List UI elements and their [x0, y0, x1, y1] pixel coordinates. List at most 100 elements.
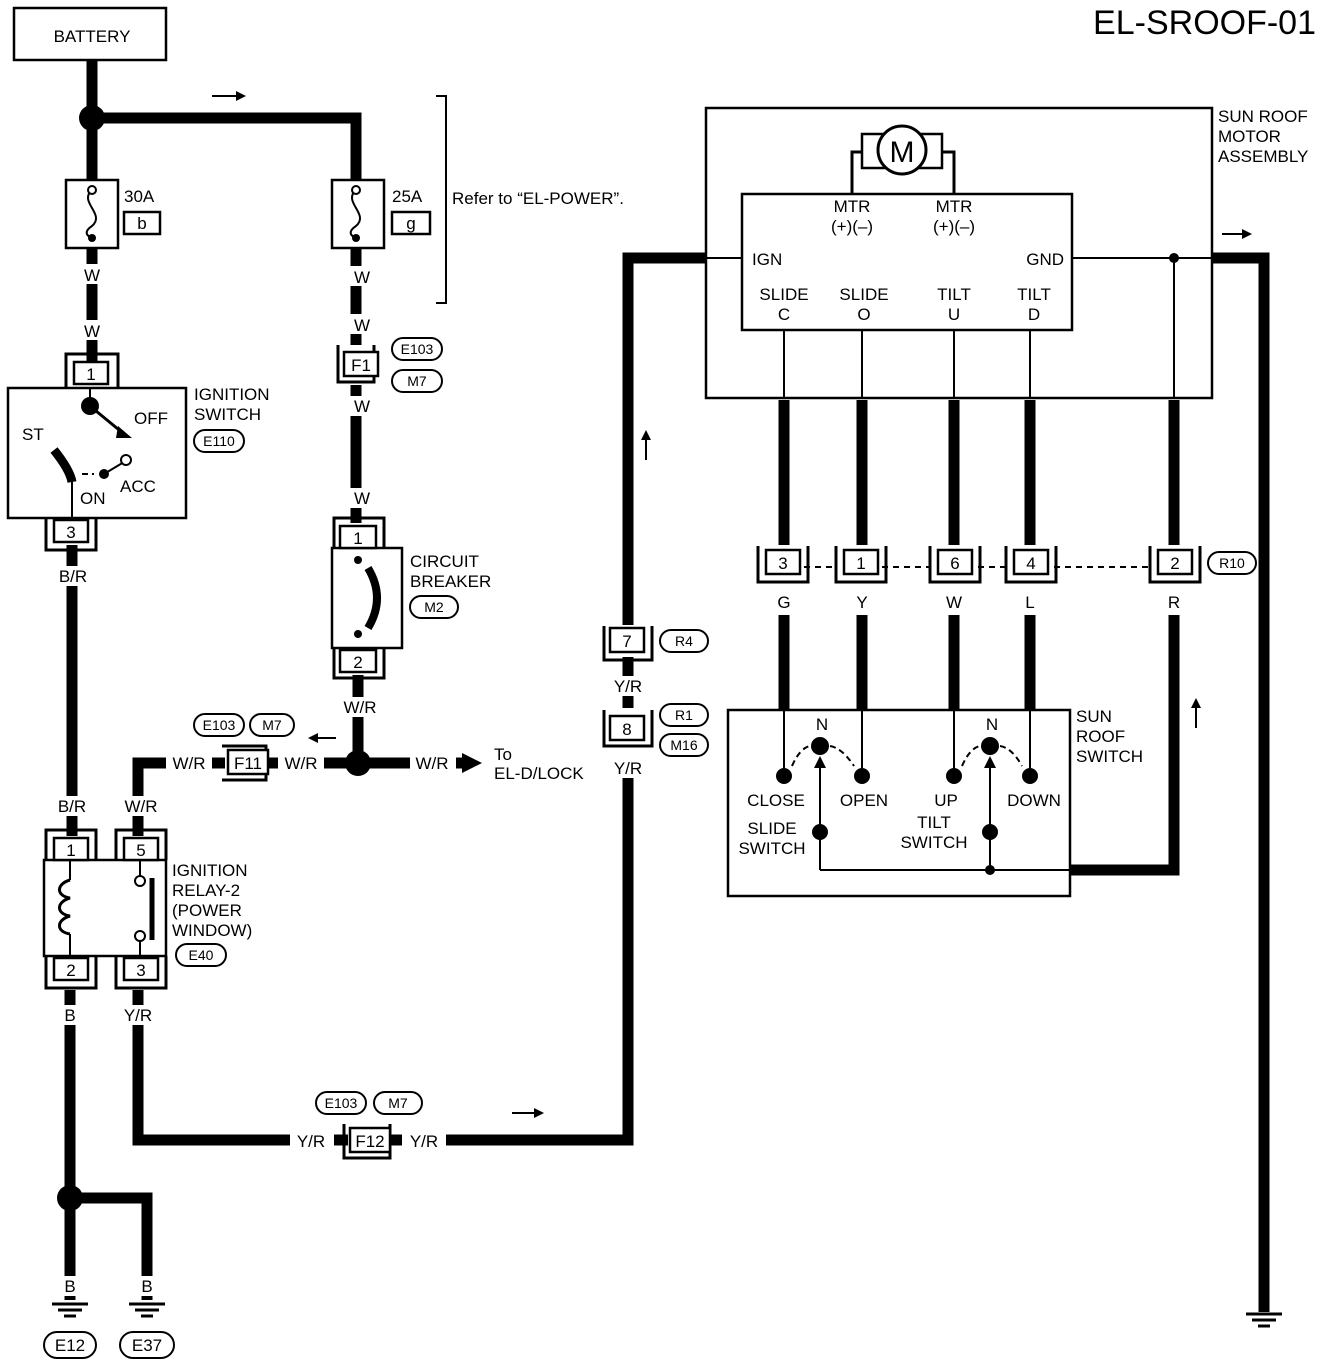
mtr2-label-1: MTR: [936, 197, 973, 216]
ground-e12: E12: [43, 1302, 97, 1359]
cb-pin-top: 1: [353, 529, 362, 548]
fuse-25a-rating: 25A: [392, 187, 423, 206]
motor-label-3: ASSEMBLY: [1218, 147, 1308, 166]
junction-dots: [57, 105, 371, 1211]
relay-label-4: WINDOW): [172, 921, 252, 940]
to-el-dlock: To EL-D/LOCK: [494, 745, 584, 783]
r10-pin-label-6: 6: [950, 554, 959, 573]
ground-e12-label: E12: [55, 1336, 85, 1355]
ign-switch-pin-bottom: 3: [66, 523, 75, 542]
fuse-30a: 30A b: [64, 178, 162, 250]
wire-label-b-3: B: [141, 1277, 152, 1296]
cb-label-1: CIRCUIT: [410, 552, 479, 571]
r10-pin-label-3: 3: [778, 554, 787, 573]
wire-label-yr-1: Y/R: [124, 1006, 152, 1025]
wire-label-wr-3: W/R: [284, 754, 317, 773]
battery-label: BATTERY: [54, 27, 131, 46]
wire-label-yr-4: Y/R: [614, 677, 642, 696]
r10-wire-l: L: [1025, 593, 1034, 612]
f12-e103: E103: [325, 1095, 358, 1111]
ign-switch-connector: E110: [203, 433, 235, 449]
wire-label-b-2: B: [64, 1277, 75, 1296]
wire-label-wr-5: W/R: [124, 797, 157, 816]
motor-label-1: SUN ROOF: [1218, 107, 1308, 126]
sunroof-motor-assembly: M SUN ROOF MOTOR ASSEMBLY MTR (+)(–) MTR…: [704, 106, 1308, 400]
wire-label-w-6: W: [354, 489, 370, 508]
relay-pin-2: 2: [66, 961, 75, 980]
ignition-switch: 1 3 IGNITION SWITCH E110 ST OFF ACC ON: [6, 352, 270, 552]
slide-o-2: O: [857, 305, 870, 324]
tilt-down: DOWN: [1007, 791, 1061, 810]
r10-pin-label-1: 1: [856, 554, 865, 573]
fuse-25a: 25A g: [330, 178, 432, 250]
tilt-d-1: TILT: [1017, 285, 1051, 304]
ground-e37-label: E37: [132, 1336, 162, 1355]
ign-pos-on: ON: [80, 489, 106, 508]
relay-label-1: IGNITION: [172, 861, 248, 880]
connector-f11: F11 E103 M7: [193, 713, 295, 782]
sunroof-switch-label-1: SUN: [1076, 707, 1112, 726]
wire-label-wr-4: W/R: [415, 754, 448, 773]
tilt-switch-1: TILT: [917, 813, 951, 832]
fuse-25a-id: g: [406, 214, 415, 233]
relay-pin-1: 1: [66, 841, 75, 860]
r10-pin-label-4: 4: [1026, 554, 1035, 573]
wire-label-w-3: W: [354, 268, 370, 287]
relay-label-3: (POWER: [172, 901, 242, 920]
battery: BATTERY: [12, 6, 168, 62]
tilt-switch-2: SWITCH: [900, 833, 967, 852]
slide-o-1: SLIDE: [839, 285, 888, 304]
slide-c-1: SLIDE: [759, 285, 808, 304]
ign-terminal: IGN: [752, 250, 782, 269]
r10-pin-2: 2: [1148, 546, 1202, 584]
ign-switch-label-2: SWITCH: [194, 405, 261, 424]
r10-id: R10: [1219, 555, 1245, 571]
circuit-breaker: 1 2 CIRCUIT BREAKER M2: [330, 516, 491, 680]
diagram-title: EL-SROOF-01: [1093, 4, 1316, 42]
tilt-n: N: [986, 715, 998, 734]
r10-pin-1: 1: [834, 546, 888, 584]
connector-f12: F12 E103 M7: [315, 1091, 423, 1160]
wire-label-w-4: W: [354, 316, 370, 335]
f1-m7: M7: [407, 373, 427, 389]
fuse-30a-id: b: [137, 214, 146, 233]
connector-f1: F1 E103 M7: [336, 337, 443, 393]
refer-note: Refer to “EL-POWER”.: [452, 189, 624, 208]
f12-m7: M7: [388, 1095, 408, 1111]
relay-pin-5: 5: [136, 841, 145, 860]
refer-bracket: Refer to “EL-POWER”.: [436, 95, 624, 304]
sunroof-switch: SUN ROOF SWITCH N CLOSE OPEN SLIDE SWITC…: [726, 707, 1143, 898]
m16-label: M16: [670, 737, 697, 753]
f11-label: F11: [234, 754, 262, 773]
wire-label-wr-2: W/R: [172, 754, 205, 773]
wire-label-wr-1: W/R: [343, 698, 376, 717]
f1-label: F1: [351, 356, 371, 375]
cb-pin-bottom: 2: [353, 653, 362, 672]
fuse-30a-rating: 30A: [124, 187, 155, 206]
slide-switch-2: SWITCH: [738, 839, 805, 858]
wire-label-br-1: B/R: [59, 567, 87, 586]
wire-label-w-5: W: [354, 397, 370, 416]
wire-label-br-2: B/R: [58, 797, 86, 816]
sunroof-switch-label-2: ROOF: [1076, 727, 1125, 746]
f11-e103: E103: [203, 717, 236, 733]
wire-label-w-1: W: [84, 266, 100, 285]
ground-motor: [1246, 1312, 1282, 1328]
wire-label-b-1: B: [64, 1006, 75, 1025]
motor-symbol: M: [890, 136, 915, 169]
gnd-terminal: GND: [1026, 250, 1064, 269]
tilt-d-2: D: [1028, 305, 1040, 324]
tilt-u-2: U: [948, 305, 960, 324]
tilt-up: UP: [934, 791, 958, 810]
wire-label-yr-2: Y/R: [297, 1132, 325, 1151]
r1-label: R1: [675, 707, 693, 723]
relay-connector: E40: [189, 947, 214, 963]
relay-pin-3: 3: [136, 961, 145, 980]
ground-e37: E37: [119, 1302, 175, 1359]
tilt-u-1: TILT: [937, 285, 971, 304]
wire-label-w-2: W: [84, 322, 100, 341]
r10-wire-w: W: [946, 593, 962, 612]
slide-switch-1: SLIDE: [747, 819, 796, 838]
ign-pos-acc: ACC: [120, 477, 156, 496]
r10-pin-label-2: 2: [1170, 554, 1179, 573]
